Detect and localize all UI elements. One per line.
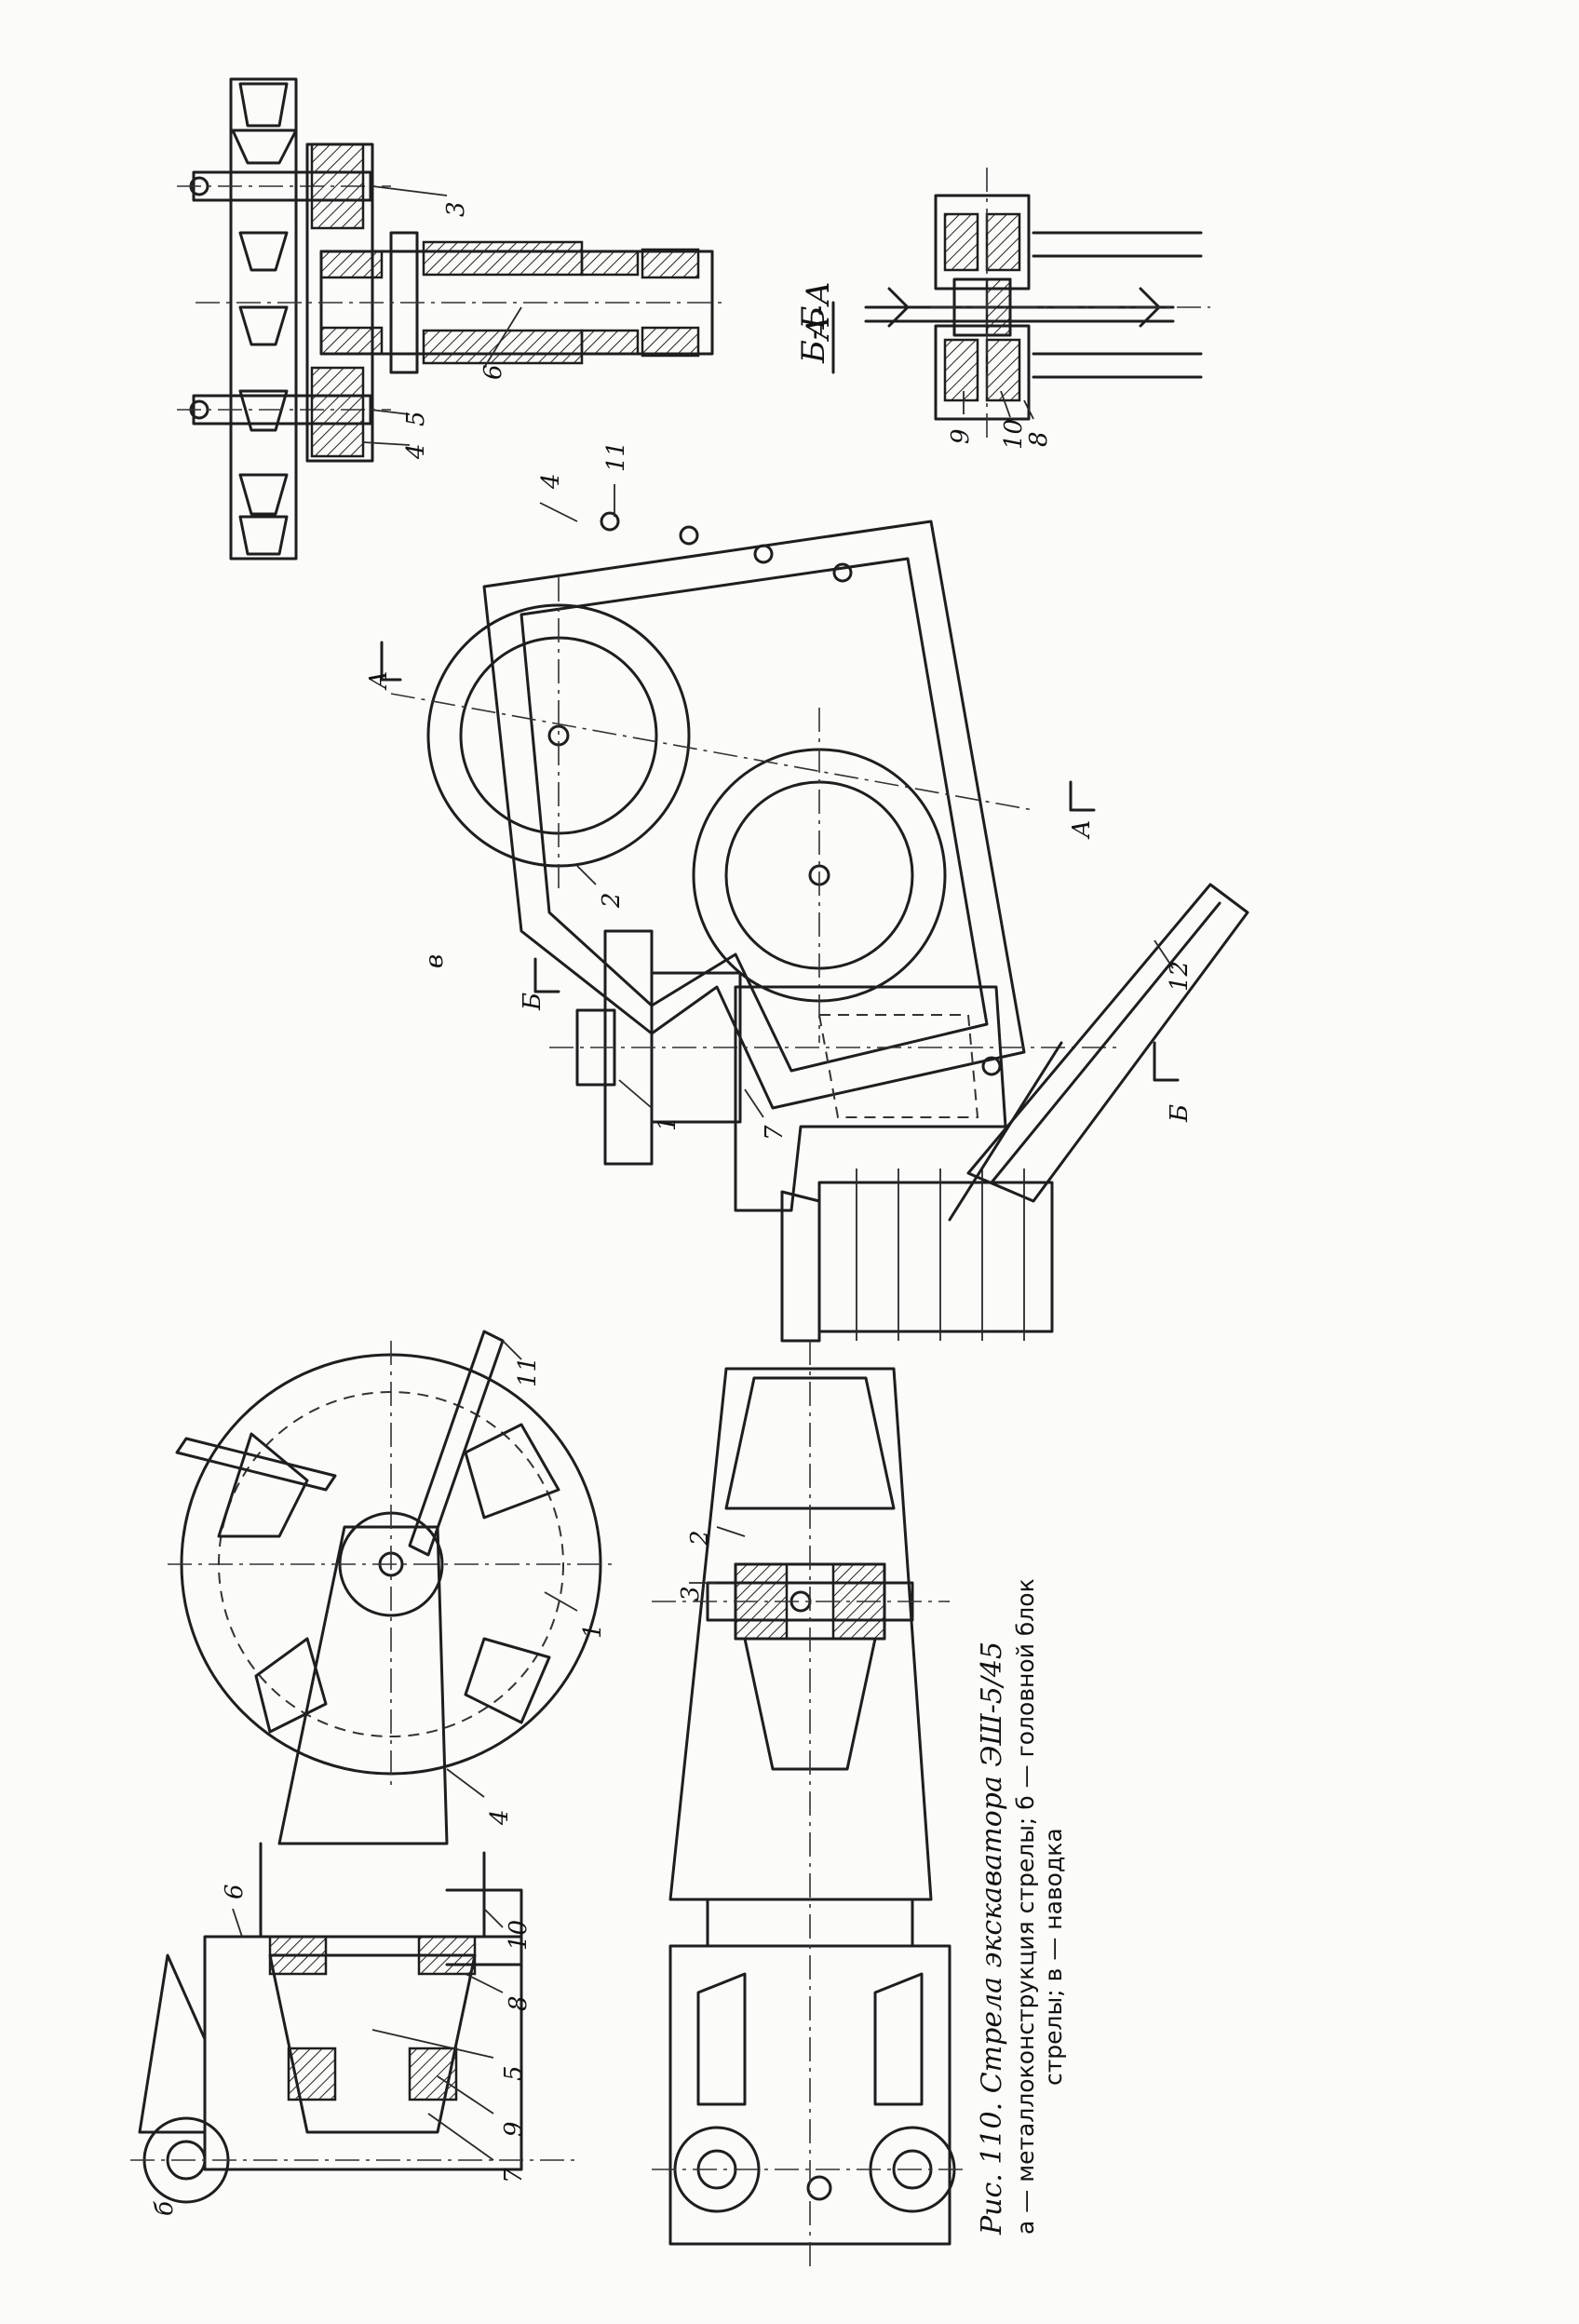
callout-b-6: 6 <box>221 1884 249 1899</box>
callout-b-5: 5 <box>500 2065 528 2081</box>
pulley-left <box>233 84 296 554</box>
view-b-upper: 11 1 4 10 8 5 9 7 6 б <box>130 1331 614 2216</box>
caption-title: Рис. 110. Стрела экскаватора ЭШ-5/45 <box>976 1642 1008 2236</box>
callout-c-7: 7 <box>761 1125 789 1141</box>
cut-mark-b-2: Б <box>1166 1104 1194 1123</box>
section-aa: 9 10 8 А-А <box>800 168 1210 450</box>
cut-mark-b-1: Б <box>519 993 547 1011</box>
callout-aa-9: 9 <box>947 428 975 444</box>
callout-b-9: 9 <box>500 2121 528 2137</box>
callout-bb-3: 3 <box>442 201 470 217</box>
caption-line-2: стрелы; в — наводка <box>1040 1828 1067 2086</box>
view-b-label: б <box>151 2201 179 2216</box>
callout-b-10: 10 <box>505 1920 533 1951</box>
figure-caption: Рис. 110. Стрела экскаватора ЭШ-5/45 а —… <box>976 1578 1067 2236</box>
callout-c-11: 11 <box>602 441 630 472</box>
view-c: А А Б Б 2 1 7 4 11 12 в <box>365 441 1248 1341</box>
callout-b-11: 11 <box>514 1357 542 1387</box>
callout-aa-8: 8 <box>1025 431 1053 447</box>
section-bb: 3 5 4 6 Б-Б <box>177 79 833 559</box>
callout-bb-4: 4 <box>402 443 430 460</box>
section-aa-label: А-А <box>800 281 837 342</box>
callout-c-12: 12 <box>1166 961 1194 992</box>
cut-mark-a-1: А <box>365 670 393 691</box>
section-bb-label: Б-Б <box>795 306 832 364</box>
view-b-lower: 2 3 <box>652 1341 968 2272</box>
callout-aa-10: 10 <box>1000 419 1028 450</box>
cut-mark-a-2: А <box>1068 819 1096 840</box>
callout-c-1: 1 <box>654 1115 682 1131</box>
view-c-label: в <box>421 954 449 968</box>
caption-line-1: а — металлоконструкция стрелы; б — голов… <box>1012 1578 1039 2235</box>
callout-b-1: 1 <box>579 1623 607 1639</box>
callout-b-8: 8 <box>505 1995 533 2011</box>
callout-c-2: 2 <box>598 892 626 909</box>
callout-b-2: 2 <box>686 1530 714 1547</box>
callout-b-4: 4 <box>486 1809 514 1826</box>
callout-b-7: 7 <box>500 2168 528 2183</box>
callout-bb-5: 5 <box>402 411 430 426</box>
callout-c-4: 4 <box>537 473 565 490</box>
callout-b-3: 3 <box>677 1586 705 1601</box>
callout-bb-6: 6 <box>479 364 507 380</box>
